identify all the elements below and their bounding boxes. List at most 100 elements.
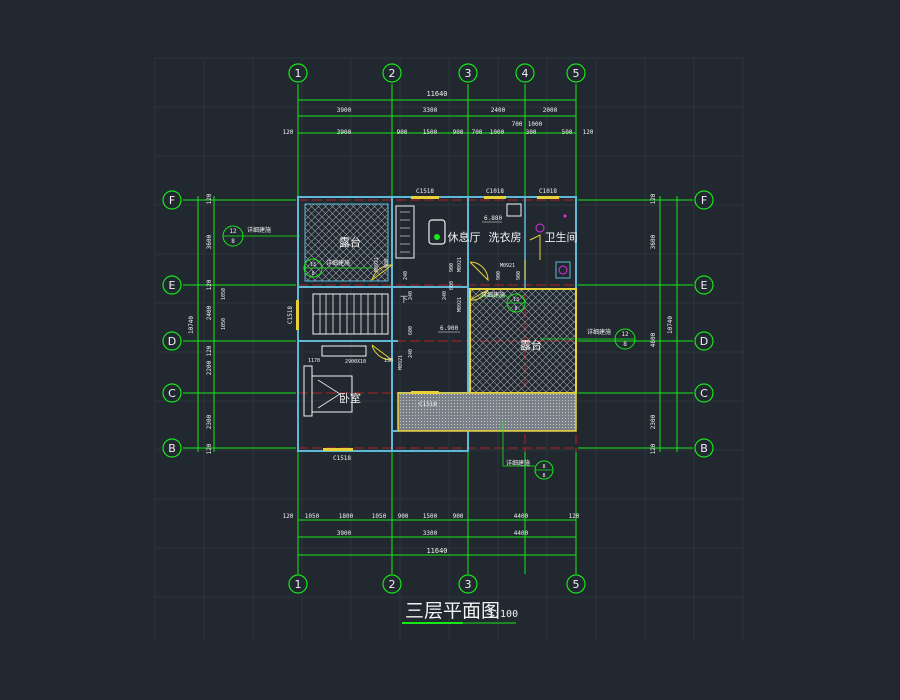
detail-0-sheet: 8 [231, 238, 235, 245]
dim-top-row2-3: 2000 [543, 107, 558, 114]
dim-right-total: 10740 [667, 316, 674, 334]
axis-bubble-top-5: 5 [566, 63, 586, 83]
window-label-1: C1018 [486, 188, 504, 195]
bed-icon [311, 375, 353, 413]
detail-2-note: 详细建施 [481, 291, 505, 299]
detail-callout-3: 12 8 详细建施 [540, 328, 636, 350]
misc-dim-13: 240 [403, 271, 409, 280]
dim-top-row3-9: 300 [526, 129, 537, 136]
shelf-fixture [395, 205, 415, 259]
door-label-1: M0921 [457, 257, 463, 272]
detail-2-num: 13 [513, 297, 519, 303]
window-label-3: C1518 [333, 455, 351, 462]
detail-4-sheet: 8 [542, 473, 545, 479]
detail-callout-2: 13 8 详细建施 [480, 291, 526, 313]
detail-3-num: 12 [621, 331, 629, 338]
door-label-0: M0921 [374, 257, 380, 272]
window-c1018-b [537, 196, 559, 199]
axis-bubble-right-E-label: E [701, 279, 708, 292]
axis-bubble-top-1: 1 [288, 63, 308, 83]
door-swing-4 [469, 288, 490, 301]
stairs: 下 [312, 293, 408, 335]
detail-1-sheet: 8 [311, 271, 314, 277]
washer-icon [506, 203, 522, 217]
dim-top-row3-8: 1000 [528, 121, 543, 128]
dim-top-row3-5: 700 [472, 129, 483, 136]
door-swing-2 [469, 261, 489, 282]
axis-bubble-right-E: E [694, 275, 714, 295]
axis-bubble-bottom-2-label: 2 [389, 578, 396, 591]
dim-bottom-row1-3: 1050 [372, 513, 387, 520]
axis-bubble-left-F-label: F [169, 194, 175, 207]
window-c1518-balcony [411, 391, 439, 394]
door-label-3: M0921 [457, 297, 463, 312]
background-grid [154, 57, 745, 640]
floor-drain-icon [558, 265, 568, 275]
dim-bottom-row1-6: 900 [453, 513, 464, 520]
door-window-combo-label: 2900X10 [345, 359, 366, 365]
doors: M0921 M0921 M0921 M0921 M0921 2900X10 [345, 234, 541, 370]
misc-dim-0: 1170 [308, 358, 320, 364]
detail-callouts: 12 8 详细建施 13 8 详细建施 13 8 详细建施 12 8 详细建施 [222, 225, 636, 480]
dim-bottom-row1-2: 1800 [339, 513, 354, 520]
dim-top-row3-2: 900 [397, 129, 408, 136]
dim-right-2: 4800 [650, 332, 657, 347]
detail-1-num: 13 [310, 262, 316, 268]
misc-dim-7: 240 [408, 291, 414, 300]
dim-left-5: 2200 [206, 360, 213, 375]
axis-bubble-top-3-label: 3 [465, 67, 472, 80]
misc-dim-3: 1050 [221, 318, 227, 330]
dim-top-total: 11640 [426, 90, 447, 98]
axis-lines [183, 84, 693, 574]
misc-dim-11: 900 [496, 271, 502, 280]
dim-bottom-total: 11640 [426, 547, 447, 555]
axis-bubble-bottom-3: 3 [458, 574, 478, 594]
axis-bubble-right-F-label: F [701, 194, 707, 207]
axis-bubble-left-D-label: D [168, 335, 176, 348]
dim-top-row2-0: 3900 [337, 107, 352, 114]
misc-dim-5: 900 [449, 263, 455, 272]
window-c1518-bottom [323, 448, 353, 451]
elevation-2: 6.900 [440, 325, 458, 332]
axis-bubble-right-B: B [694, 438, 714, 458]
detail-4-num: 8 [542, 464, 545, 470]
dim-left-2: 120 [206, 279, 213, 290]
toilet-icon [535, 223, 545, 233]
detail-callout-4: 8 8 详细建施 [502, 420, 554, 480]
window-label-2: C1018 [539, 188, 557, 195]
detail-2-sheet: 8 [514, 306, 517, 312]
dim-left-4: 120 [206, 345, 213, 356]
axis-bubble-right-D-label: D [700, 335, 708, 348]
axis-bubble-right-C-label: C [700, 387, 708, 400]
dim-bottom-row1-5: 1500 [423, 513, 438, 520]
door-swing-1 [371, 264, 394, 281]
dim-left-6: 2300 [206, 414, 213, 429]
detail-callout-1: 13 8 详细建施 [303, 258, 372, 278]
dim-top-row3-3: 1500 [423, 129, 438, 136]
drawing-scale: 1:100 [488, 609, 518, 620]
dim-left-3: 2400 [206, 305, 213, 320]
dim-bottom-row1-8: 120 [569, 513, 580, 520]
dim-top-row2-2: 2400 [491, 107, 506, 114]
dim-bottom-row1-1: 1050 [305, 513, 320, 520]
tap-icon [563, 214, 567, 218]
axis-bubble-top-2-label: 2 [389, 67, 396, 80]
axis-bubble-left-F: F [162, 190, 182, 210]
door-swing-bath [529, 234, 541, 260]
detail-1-note: 详细建施 [326, 259, 350, 267]
dim-left-7: 120 [206, 443, 213, 454]
misc-dim-9: 600 [408, 326, 414, 335]
terrace-2-area [469, 288, 577, 394]
axis-bubble-bottom-3-label: 3 [465, 578, 472, 591]
stair-down-label: 下 [400, 295, 408, 304]
axis-bubble-right-D: D [694, 331, 714, 351]
axis-bubble-right-C: C [694, 383, 714, 403]
sink-drain-icon [434, 234, 440, 240]
bedside-table [303, 365, 313, 417]
axis-bubble-top-5-label: 5 [573, 67, 580, 80]
dim-left-1: 3600 [206, 234, 213, 249]
shower-area [555, 261, 571, 279]
door-label-2: M0921 [500, 263, 515, 269]
dim-right-4: 120 [650, 443, 657, 454]
misc-dim-12: 900 [516, 271, 522, 280]
